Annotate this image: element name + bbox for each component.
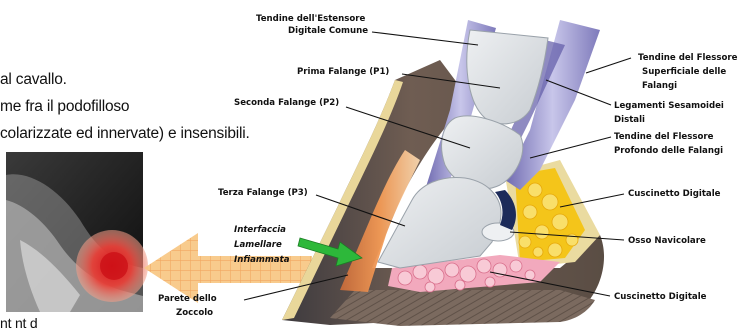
- label-flessore-prof-1: Tendine del Flessore: [614, 132, 714, 142]
- xray-image: [6, 152, 148, 312]
- label-sesamoidei-1: Legamenti Sesamoidei: [614, 101, 724, 111]
- label-flessore-prof-2: Profondo delle Falangi: [614, 146, 723, 156]
- label-flessore-sup-2: Superficiale delle: [642, 67, 726, 77]
- label-tendine-estensore-2: Digitale Comune: [288, 26, 368, 36]
- label-parete-2: Zoccolo: [176, 308, 213, 318]
- label-terza-falange: Terza Falange (P3): [218, 188, 308, 198]
- label-flessore-sup-3: Falangi: [642, 81, 677, 91]
- label-interfaccia-2: Lamellare: [234, 240, 282, 250]
- label-interfaccia-1: Interfaccia: [234, 225, 286, 235]
- label-seconda-falange: Seconda Falange (P2): [234, 98, 339, 108]
- label-interfaccia-3: Infiammata: [234, 255, 290, 265]
- label-parete-1: Parete dello: [158, 294, 217, 304]
- label-sesamoidei-2: Distali: [614, 115, 645, 125]
- hoof-drawing: [282, 20, 604, 326]
- label-cuscinetto-2: Cuscinetto Digitale: [614, 292, 707, 302]
- label-cuscinetto-1: Cuscinetto Digitale: [628, 189, 721, 199]
- label-tendine-estensore-1: Tendine dell'Estensore: [256, 14, 366, 24]
- label-prima-falange: Prima Falange (P1): [297, 67, 389, 77]
- label-osso-navicolare: Osso Navicolare: [628, 236, 706, 246]
- label-flessore-sup-1: Tendine del Flessore: [638, 53, 738, 63]
